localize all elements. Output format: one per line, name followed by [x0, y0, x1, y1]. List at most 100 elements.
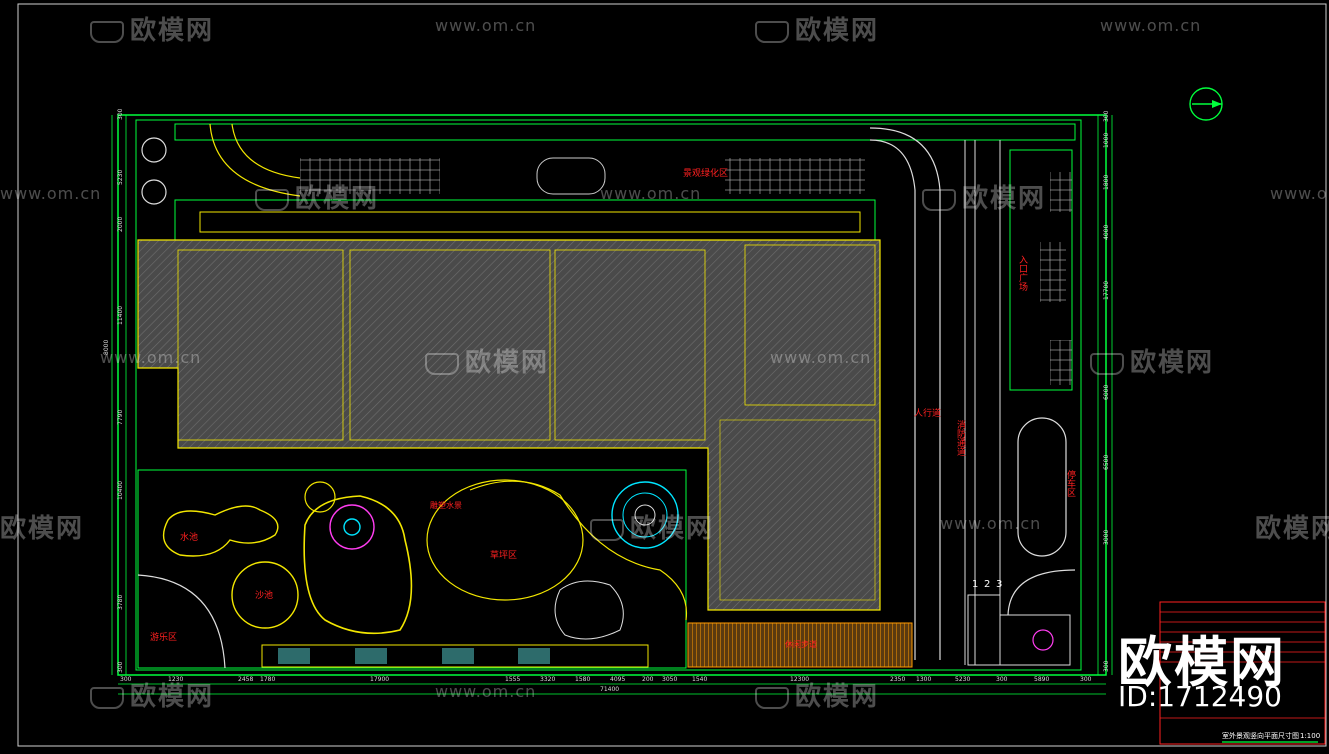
drawing-title: 室外景观竖向平面尺寸图: [1222, 731, 1299, 740]
label-parking: 停车区: [1065, 469, 1076, 497]
dim-b-4: 17900: [370, 676, 389, 683]
room-4: [744, 244, 876, 406]
dim-b-16: 300: [996, 676, 1008, 683]
dim-b-15: 5230: [955, 676, 970, 683]
dim-b-3: 1780: [260, 676, 275, 683]
building-footprint: [137, 239, 881, 611]
dim-total: 71400: [600, 686, 619, 693]
dim-l-8: 300: [117, 661, 124, 673]
top-walkway: [174, 123, 1076, 141]
dim-r-3: 4000: [1103, 225, 1110, 240]
dim-b-0: 300: [120, 676, 132, 683]
label-sculpture: 雕塑水景: [430, 500, 462, 510]
path-curve-top-right: [869, 139, 916, 660]
round-feature-outer: [611, 481, 679, 549]
dim-b-5: 1555: [505, 676, 520, 683]
watermark-id: ID:1712490: [1118, 680, 1282, 713]
right-corner-arc: [1007, 569, 1076, 616]
watermark-brand-large: 欧模网: [1118, 631, 1286, 694]
dim-l-7: 3780: [117, 595, 124, 610]
tree-circle-2: [141, 179, 167, 205]
top-stairs-right: [725, 158, 865, 194]
left-arc: [137, 574, 226, 669]
dim-l-5: 7790: [117, 410, 124, 425]
dim-b-8: 4095: [610, 676, 625, 683]
dim-b-1: 1230: [168, 676, 183, 683]
dim-b-2: 2458: [238, 676, 253, 683]
dim-r-6: 6500: [1103, 455, 1110, 470]
top-walkway-2: [174, 199, 876, 241]
dim-b-14: 1300: [916, 676, 931, 683]
right-oval-pad: [1017, 417, 1067, 557]
label-fire-lane: 消防通道: [955, 419, 966, 457]
room-5: [719, 419, 876, 601]
dim-l-6: 10400: [117, 481, 124, 500]
lane-number-3: 3: [996, 579, 1002, 590]
right-parking-zone: [1009, 149, 1073, 391]
label-sidewalk: 休闲步道: [785, 639, 817, 649]
right-stair-block-3: [1050, 172, 1072, 212]
bottom-planter-strip: [261, 644, 649, 668]
fountain-ring: [329, 504, 375, 550]
dim-b-13: 2350: [890, 676, 905, 683]
label-entrance: 入口广场: [1017, 255, 1028, 292]
dim-b-9: 200: [642, 676, 654, 683]
sand-pit: [231, 561, 299, 629]
fountain-core: [343, 518, 361, 536]
drawing-scale: 1:100: [1300, 732, 1320, 740]
lawn-oval: [426, 479, 584, 601]
bottom-dimension-labels: 300 1230 2458 1780 17900 1555 3320 1580 …: [120, 676, 1092, 693]
path-curve-top-right-2: [869, 127, 941, 660]
top-bench-row: [199, 211, 861, 233]
room-3: [554, 249, 706, 441]
dim-l-2: 2000: [117, 217, 124, 232]
dim-b-18: 300: [1080, 676, 1092, 683]
guard-room: [999, 614, 1071, 666]
gate-box: [967, 594, 1001, 666]
round-feature-inner: [634, 504, 656, 526]
dim-r-7: 3000: [1103, 530, 1110, 545]
label-top: 景观绿化区: [683, 167, 728, 179]
dim-l-1: 5230: [117, 170, 124, 185]
small-round: [304, 481, 336, 513]
label-play-area: 游乐区: [150, 631, 177, 643]
right-stair-block: [1040, 242, 1066, 302]
label-pool: 水池: [180, 531, 198, 543]
dim-b-12: 12300: [790, 676, 809, 683]
lawn-swoosh: [469, 480, 688, 621]
dim-r-2: 1800: [1103, 175, 1110, 190]
title-block: [1159, 601, 1326, 745]
lane-number-1: 1: [972, 579, 978, 590]
label-pedestrian: 人行道: [914, 407, 941, 419]
dim-r-4: 17700: [1103, 281, 1110, 300]
room-1: [177, 249, 344, 441]
dim-l-3: 11400: [117, 306, 124, 325]
pool-shape: [162, 505, 279, 557]
lane-number-2: 2: [984, 579, 990, 590]
dim-b-11: 1540: [692, 676, 707, 683]
right-stair-block-2: [1050, 340, 1072, 385]
dim-r-0: 300: [1103, 110, 1110, 122]
dim-b-6: 3320: [540, 676, 555, 683]
label-lawn: 草坪区: [490, 549, 517, 561]
path-curve-top-left-2: [231, 123, 301, 179]
rock-garden: [554, 580, 624, 640]
left-dimension-labels: 300 5230 2000 11400 8000 7790 10400 3780…: [103, 108, 124, 673]
dim-l-0: 300: [117, 108, 124, 120]
room-2: [349, 249, 551, 441]
site-inner-boundary: [135, 119, 1082, 671]
dim-r-1: 1000: [1103, 133, 1110, 148]
right-dimension-labels: 300 1000 1800 4000 17700 6000 6500 3000 …: [1103, 110, 1110, 672]
dim-l-4: 8000: [103, 340, 110, 355]
wood-deck: [687, 622, 913, 668]
tree-circle-1: [141, 137, 167, 163]
round-feature-mid: [622, 492, 668, 538]
dim-b-10: 3050: [662, 676, 677, 683]
label-sand-pit: 沙池: [255, 589, 273, 601]
drawing-frame: [17, 3, 1327, 747]
dim-r-8: 300: [1103, 660, 1110, 672]
path-curve-top-left: [209, 123, 301, 197]
top-stairs-left: [300, 158, 440, 194]
dim-r-5: 6000: [1103, 385, 1110, 400]
